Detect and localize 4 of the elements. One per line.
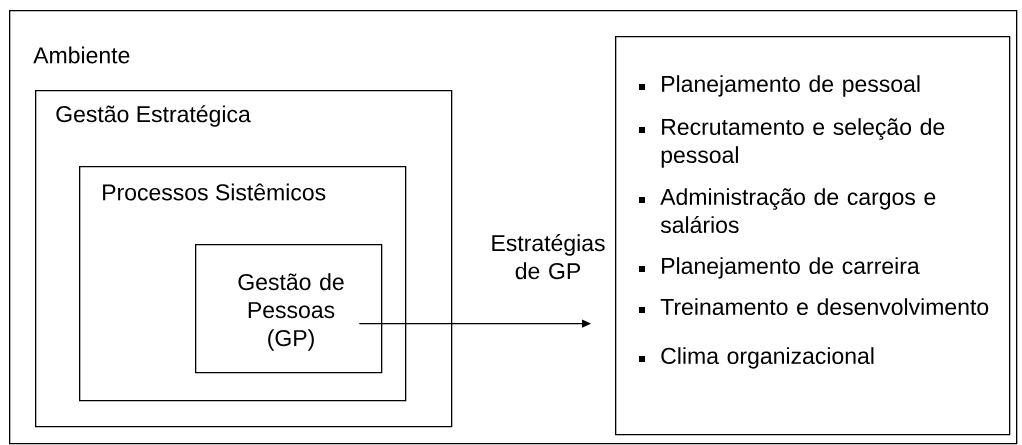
list-box: Planejamento de pessoal Recrutamento e seleção de pessoal Administração de cargos e salários Planejamento de carreira Treinamento e desenvolvimento Clima organizacional [615,36,1011,436]
edge-label: Estratégias de GP [492,234,605,280]
labeled-box: Gestão de Pessoas (GP) [195,244,383,374]
arrow [358,319,591,328]
